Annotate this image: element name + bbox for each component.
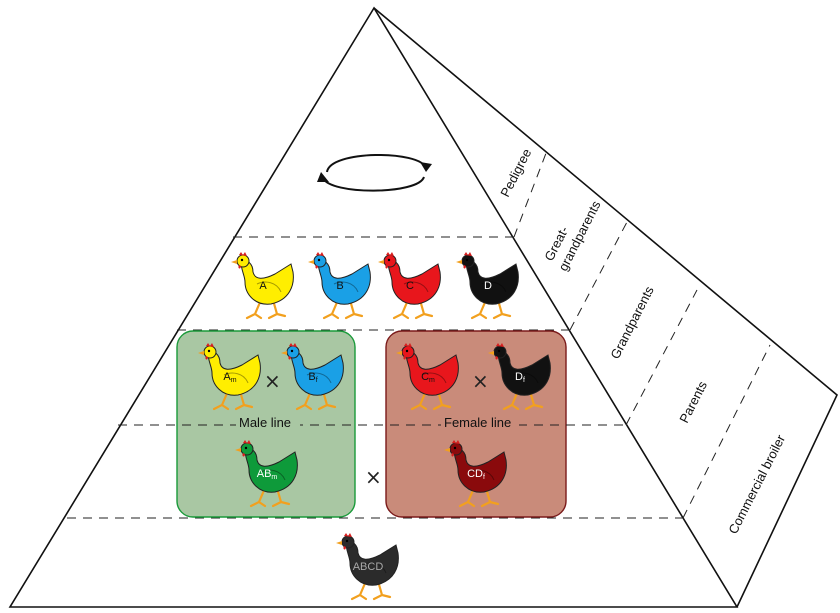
hen-c: C (378, 252, 440, 318)
label-grandparents: Grandparents (607, 283, 657, 361)
cross-symbol-male: × (264, 369, 281, 393)
hen-b: B (308, 252, 370, 318)
hen-a: A (231, 252, 293, 318)
label-parents: Parents (676, 378, 710, 425)
hen-cdf-label: CDf (467, 468, 485, 481)
hen-abcd: ABCD (336, 533, 398, 599)
label-pedigree: Pedigree (497, 146, 534, 199)
hen-a-label: A (259, 280, 267, 292)
hen-abcd-label: ABCD (353, 561, 384, 573)
cross-symbol-lines: × (365, 465, 382, 489)
pyramid-front-face (10, 8, 737, 607)
hen-b-label: B (336, 280, 343, 292)
cycle-arrows-icon (317, 155, 432, 191)
label-commercial-broiler: Commercial broiler (725, 432, 788, 537)
male-line-label: Male line (239, 415, 291, 430)
hen-d-label: D (484, 280, 492, 292)
cross-symbol-female: × (472, 369, 489, 393)
hen-c-label: C (406, 280, 414, 292)
female-line-label: Female line (444, 415, 511, 430)
hen-d: D (456, 252, 518, 318)
